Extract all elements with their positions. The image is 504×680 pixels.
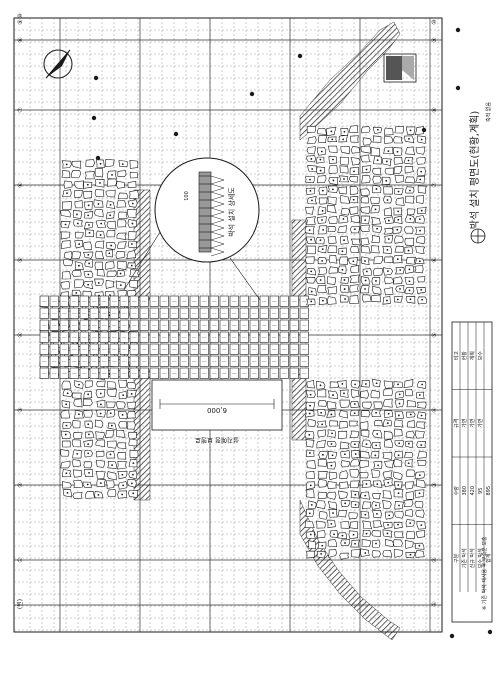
table-cell: 기존 박석 bbox=[461, 548, 468, 568]
survey-points bbox=[91, 27, 493, 639]
detail-label: 박석 설치 상세도 bbox=[227, 187, 236, 237]
table-cell: 895 bbox=[486, 486, 492, 496]
table-cell: 규격 bbox=[453, 419, 460, 428]
grid-label: ③ bbox=[17, 407, 24, 412]
stone-pavement bbox=[39, 125, 428, 560]
grid-label: ⑦ bbox=[17, 107, 24, 113]
grid-label: ⑥ bbox=[17, 182, 24, 187]
table-cell: 신규 박석 bbox=[469, 548, 476, 568]
grid-label: ① bbox=[17, 557, 24, 562]
table-cell: 수량 bbox=[453, 486, 460, 496]
key-plan-icon bbox=[383, 53, 417, 83]
bridge-dimension: 6,000 bbox=[207, 406, 227, 414]
table-cell: 가변 bbox=[461, 418, 468, 428]
grid-label: ④ bbox=[431, 407, 438, 412]
grid-label: ① bbox=[431, 601, 438, 606]
sheet-frame bbox=[13, 17, 443, 633]
table-cell: 합계 bbox=[485, 553, 492, 563]
table-cell: 현황 bbox=[461, 351, 468, 361]
bridge-label: 설치예정 보행로 bbox=[195, 436, 239, 445]
detail-dimension: 100 bbox=[184, 191, 190, 201]
table-cell: 380 bbox=[462, 486, 468, 496]
bridge-outline: 6,000 설치예정 보행로 bbox=[151, 379, 283, 445]
grid-labels-right: ① ② ③ ④ ⑤ ⑥ ⑦ ⑧ ⑨ ⑩ bbox=[431, 19, 438, 606]
table-cell: 가변 bbox=[469, 418, 476, 428]
table-cell: 보수 박석 bbox=[477, 548, 484, 568]
table-cell: 계획 bbox=[469, 351, 476, 360]
detail-callout: 박석 설치 상세도 100 bbox=[123, 157, 261, 301]
grid-label: ⑩ bbox=[431, 19, 438, 24]
grid-label: (빈) bbox=[16, 599, 24, 609]
grid-label: ⑦ bbox=[431, 182, 438, 188]
grid-label: ④ bbox=[17, 332, 24, 337]
grid-label: ⑨ bbox=[431, 37, 438, 42]
table-cell: 비고 bbox=[453, 351, 460, 361]
table-cell: 420 bbox=[470, 486, 476, 496]
table-cell: 95 bbox=[478, 488, 484, 494]
table-cell: 구분 bbox=[454, 553, 460, 563]
grid-label: ② bbox=[431, 557, 438, 563]
grid-label: ② bbox=[17, 482, 24, 488]
grid-label: ⑤ bbox=[431, 332, 438, 337]
drawing-title: 박석 설치 평면도(현황,계획) bbox=[469, 111, 481, 230]
table-footnote: ※ 기존 박석 재사용 후 부족분 보충 bbox=[481, 536, 488, 610]
title-block: 박석 설치 평면도(현황,계획) 축척 없음 bbox=[469, 102, 492, 244]
north-arrow-icon bbox=[43, 49, 73, 79]
grid-label: ⑥ bbox=[431, 257, 438, 262]
scale-note: 축척 없음 bbox=[485, 102, 492, 122]
grid-label: ⑨ bbox=[17, 19, 24, 24]
grid-label: ⑧ bbox=[17, 37, 24, 42]
table-cell: 가변 bbox=[477, 418, 484, 428]
grid-label: ⑤ bbox=[17, 257, 24, 262]
grid-label: ③ bbox=[431, 482, 438, 487]
table-cell: 보수 bbox=[478, 351, 484, 361]
grid-label: ⑩ bbox=[17, 13, 24, 18]
grid-labels-left: (빈) ① ② ③ ④ ⑤ ⑥ ⑦ ⑧ ⑨⑩ bbox=[16, 13, 24, 609]
grid-label: ⑧ bbox=[431, 107, 438, 112]
